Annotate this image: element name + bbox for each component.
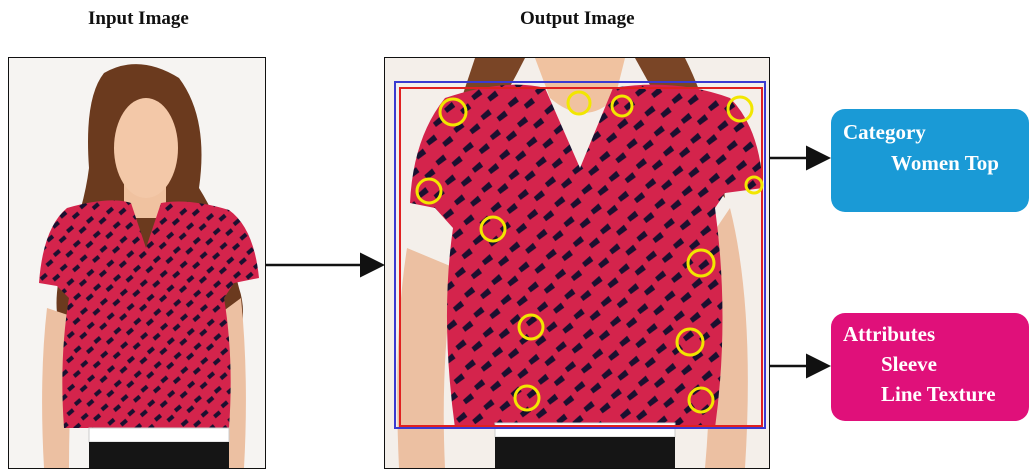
attribute-sleeve: Sleeve <box>841 349 1019 379</box>
category-heading: Category <box>841 117 1019 148</box>
category-box: Category Women Top <box>831 109 1029 212</box>
attributes-box: Attributes Sleeve Line Texture <box>831 313 1029 421</box>
attributes-heading: Attributes <box>841 319 1019 349</box>
attribute-line-texture: Line Texture <box>841 379 1019 409</box>
category-value: Women Top <box>841 148 1019 179</box>
